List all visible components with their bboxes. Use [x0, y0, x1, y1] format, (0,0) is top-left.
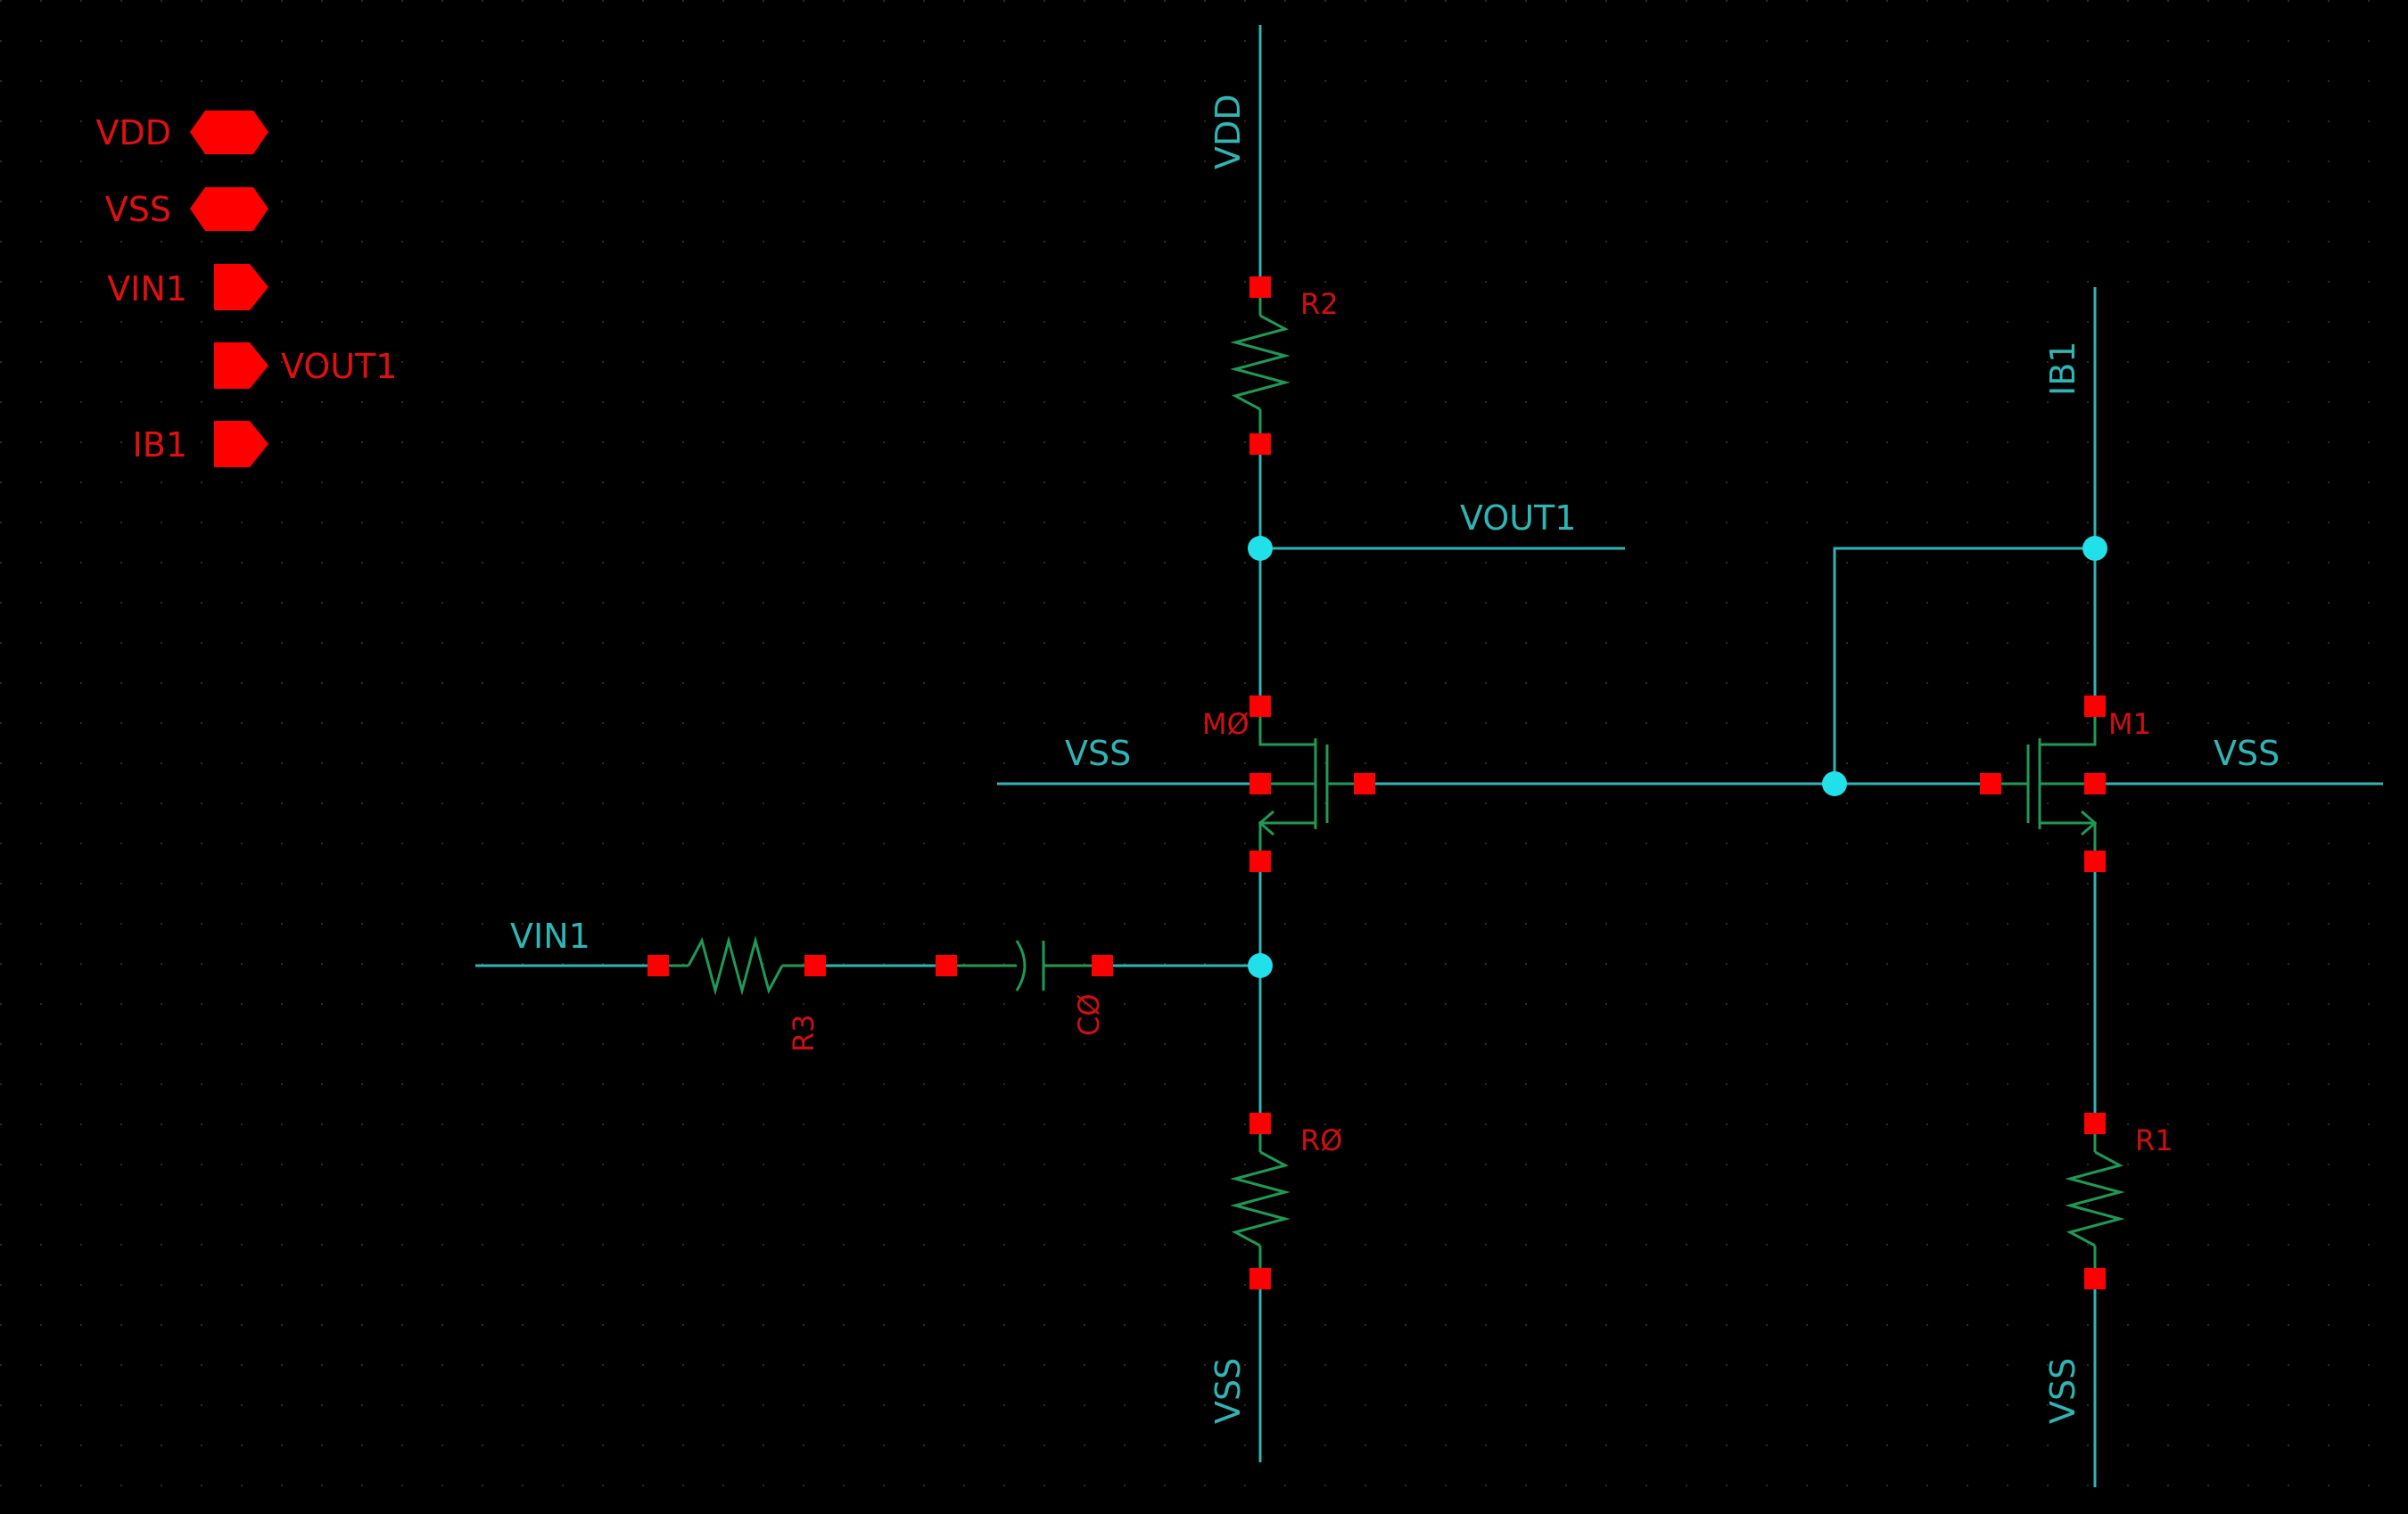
resistor-r0[interactable]: RØ: [1230, 1123, 1342, 1279]
pin[interactable]: [1980, 773, 2001, 794]
port-vout1[interactable]: VOUT1: [214, 342, 397, 389]
pin[interactable]: [1092, 955, 1113, 976]
device-label-c0: CØ: [1072, 993, 1106, 1036]
pin[interactable]: [2084, 773, 2106, 794]
resistor-icon: [687, 935, 784, 996]
pin[interactable]: [2084, 851, 2106, 872]
capacitor-c0[interactable]: CØ: [946, 940, 1106, 1036]
net-labels: VDD VOUT1 VSS VSS IB1 VIN1 VSS VSS: [510, 94, 2280, 1424]
junction-dot[interactable]: [1822, 771, 1847, 796]
net-label-vss[interactable]: VSS: [2043, 1358, 2082, 1424]
resistor-r2[interactable]: R2: [1230, 287, 1339, 444]
wires: [475, 25, 2383, 1487]
pin[interactable]: [1249, 851, 1271, 872]
pin[interactable]: [1249, 773, 1271, 794]
port-vout1-label: VOUT1: [281, 347, 397, 386]
output-port-icon: [214, 342, 268, 389]
port-vin1[interactable]: VIN1: [107, 264, 268, 310]
pin[interactable]: [2084, 1268, 2106, 1289]
resistor-icon: [2065, 1150, 2125, 1247]
pin[interactable]: [804, 955, 826, 976]
pin[interactable]: [2084, 695, 2106, 717]
net-label-vdd[interactable]: VDD: [1208, 94, 1248, 169]
net-label-vin1[interactable]: VIN1: [510, 917, 590, 956]
nmos-icon: [2040, 706, 2097, 746]
pin[interactable]: [647, 955, 669, 976]
wire-diode-connect[interactable]: [1833, 547, 2095, 784]
input-port-icon: [214, 421, 268, 467]
pin[interactable]: [1354, 773, 1375, 794]
pin[interactable]: [1249, 433, 1271, 455]
net-label-vss[interactable]: VSS: [1065, 734, 1131, 773]
pin[interactable]: [1249, 1268, 1271, 1289]
net-label-vss[interactable]: VSS: [2214, 734, 2280, 773]
junctions: [1248, 536, 2107, 978]
device-label-r2: R2: [1300, 287, 1339, 321]
junction-dot[interactable]: [1248, 953, 1273, 978]
resistor-icon: [1230, 1150, 1291, 1247]
resistor-icon: [1230, 314, 1291, 411]
pin[interactable]: [1249, 695, 1271, 717]
device-label-r3: R3: [787, 1014, 821, 1052]
net-label-vss[interactable]: VSS: [1208, 1358, 1248, 1424]
port-vin1-label: VIN1: [107, 269, 187, 309]
inout-port-icon: [190, 187, 268, 231]
junction-dot[interactable]: [2082, 536, 2107, 561]
pin[interactable]: [1249, 1113, 1271, 1134]
port-vdd[interactable]: VDD: [95, 111, 268, 154]
device-label-m1: M1: [2108, 707, 2151, 741]
net-label-vout1[interactable]: VOUT1: [1460, 498, 1576, 538]
device-label-r1: R1: [2135, 1123, 2173, 1157]
port-vss-label: VSS: [105, 190, 171, 229]
pin[interactable]: [936, 955, 957, 976]
capacitor-icon: [1015, 940, 1027, 992]
port-ib1[interactable]: IB1: [133, 421, 268, 467]
port-vdd-label: VDD: [95, 113, 171, 152]
junction-dot[interactable]: [1248, 536, 1273, 561]
pins: [647, 276, 2106, 1289]
inout-port-icon: [190, 111, 268, 154]
device-label-m0: MØ: [1202, 707, 1249, 741]
pin[interactable]: [1249, 276, 1271, 298]
port-ib1-label: IB1: [133, 425, 187, 465]
net-label-ib1[interactable]: IB1: [2043, 341, 2082, 396]
nmos-icon: [1258, 706, 1315, 746]
device-label-r0: RØ: [1300, 1123, 1342, 1157]
port-vss[interactable]: VSS: [105, 187, 268, 231]
pin[interactable]: [2084, 1113, 2106, 1134]
nmos-m1[interactable]: M1: [1991, 706, 2151, 861]
input-port-icon: [214, 264, 268, 310]
